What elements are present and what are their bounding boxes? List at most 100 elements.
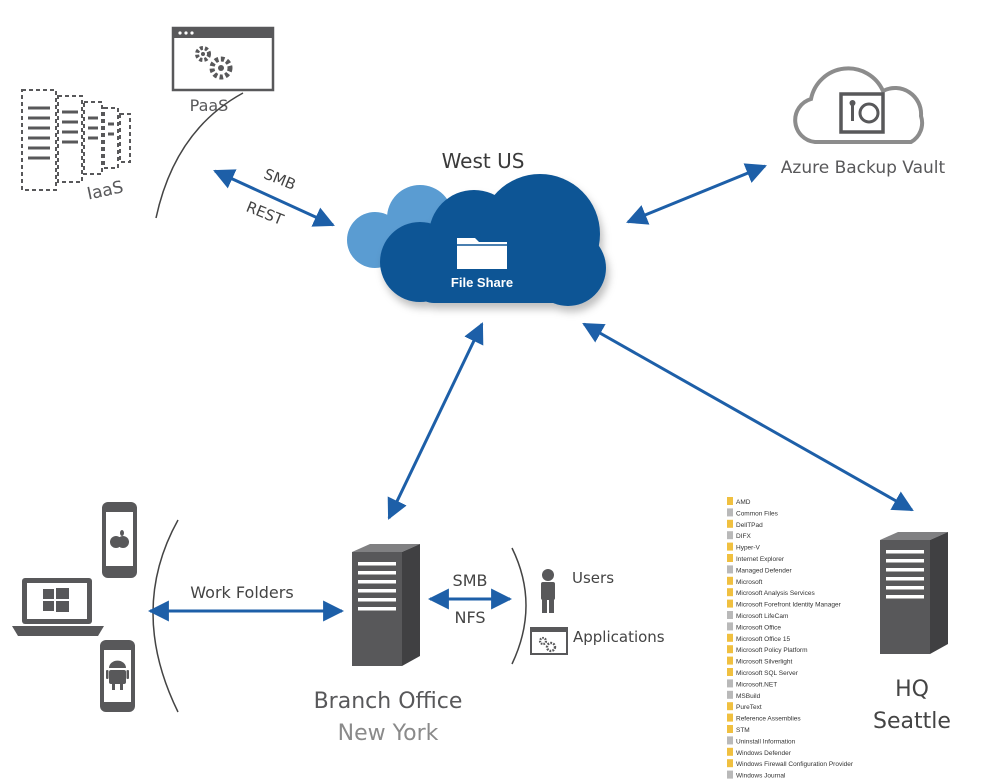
folder-name: Microsoft Office xyxy=(736,624,781,631)
folder-name: Managed Defender xyxy=(736,567,792,574)
devices-arc xyxy=(152,519,179,713)
folder-icon xyxy=(727,599,733,608)
folder-list-item[interactable]: Windows Firewall Configuration Provider xyxy=(727,759,854,768)
hq-server-icon xyxy=(880,532,948,654)
paas-window-icon xyxy=(171,26,275,92)
branch-server-icon xyxy=(352,544,420,666)
folder-list-item[interactable]: Common Files xyxy=(727,508,779,517)
folder-list-item[interactable]: Microsoft Analysis Services xyxy=(727,588,815,597)
folder-list-item[interactable]: Microsoft LifeCam xyxy=(727,611,788,620)
folder-list-item[interactable]: Managed Defender xyxy=(727,565,792,574)
folder-list-item[interactable]: Microsoft Silverlight xyxy=(727,656,793,666)
folder-name: Windows Firewall Configuration Provider xyxy=(736,761,854,768)
iphone-icon xyxy=(102,502,137,578)
folder-list-item[interactable]: Microsoft Office 15 xyxy=(727,633,790,643)
folder-name: PureText xyxy=(736,704,762,711)
folder-name: Hyper-V xyxy=(736,545,761,552)
folder-icon xyxy=(727,645,733,654)
gear-icon xyxy=(195,46,211,62)
folder-name: Microsoft Analysis Services xyxy=(736,590,815,597)
folder-list-item[interactable]: Windows Journal xyxy=(727,770,786,780)
folder-name: Microsoft Silverlight xyxy=(736,659,793,666)
folder-icon xyxy=(727,542,733,551)
android-logo-icon xyxy=(106,660,129,690)
smb-label: SMB xyxy=(453,571,488,590)
folder-name: Common Files xyxy=(736,510,779,517)
folder-icon xyxy=(727,690,733,699)
backup-arrow xyxy=(626,163,767,225)
folder-icon xyxy=(457,238,507,269)
folder-icon xyxy=(727,656,733,665)
clients-arc xyxy=(511,547,527,665)
folder-icon xyxy=(727,668,733,676)
smb-protocol-label: SMB xyxy=(261,165,298,194)
iaas-servers-icon xyxy=(21,89,131,191)
file-share-label: File Share xyxy=(451,275,513,290)
folder-icon xyxy=(727,576,733,585)
paas-label: PaaS xyxy=(190,96,229,115)
folder-icon xyxy=(727,519,733,528)
folder-icon xyxy=(727,611,733,619)
folder-list-item[interactable]: Hyper-V xyxy=(727,542,761,552)
folder-name: Microsoft Office 15 xyxy=(736,636,790,643)
cloud-services-arc xyxy=(155,92,244,219)
folder-list-item[interactable]: Microsoft Office xyxy=(727,622,781,631)
user-icon xyxy=(541,569,555,613)
folder-name: Windows Journal xyxy=(736,773,786,780)
folder-list-item[interactable]: Microsoft xyxy=(727,576,763,586)
folder-icon xyxy=(727,713,733,722)
folder-list-item[interactable]: Internet Explorer xyxy=(727,554,785,563)
folder-list-item[interactable]: Microsoft SQL Server xyxy=(727,668,799,677)
folder-icon xyxy=(727,736,733,745)
folder-name: DellTPad xyxy=(736,522,763,529)
folder-name: Uninstall Information xyxy=(736,738,796,745)
smb-rest-arrow xyxy=(213,169,335,227)
folder-list-item[interactable]: Windows Defender xyxy=(727,747,792,757)
folder-name: STM xyxy=(736,727,750,734)
iaas-label: IaaS xyxy=(85,177,125,204)
folder-name: Microsoft Forefront Identity Manager xyxy=(736,602,842,609)
folder-icon xyxy=(727,759,733,768)
folder-list-item[interactable]: Microsoft.NET xyxy=(727,679,777,688)
folder-list-item[interactable]: Reference Assemblies xyxy=(727,713,801,723)
folder-list-item[interactable]: AMD xyxy=(727,497,751,506)
folder-list-item[interactable]: DellTPad xyxy=(727,519,763,529)
folder-icon xyxy=(727,508,733,517)
windows-logo-icon xyxy=(43,588,69,612)
west-us-label: West US xyxy=(442,149,525,173)
folder-list-item[interactable]: MSBuild xyxy=(727,690,761,700)
folder-name: Microsoft.NET xyxy=(736,681,777,688)
folder-list-item[interactable]: PureText xyxy=(727,702,762,711)
folder-icon xyxy=(727,565,733,574)
users-label: Users xyxy=(572,569,614,587)
folder-name: MSBuild xyxy=(736,693,761,700)
cloud-hq-arrow xyxy=(582,322,914,512)
folder-name: Microsoft Policy Platform xyxy=(736,647,808,654)
folder-list-item[interactable]: Uninstall Information xyxy=(727,736,796,745)
folder-list-item[interactable]: Microsoft Forefront Identity Manager xyxy=(727,599,842,609)
folder-list-item[interactable]: DIFX xyxy=(727,531,751,540)
folder-name: Windows Defender xyxy=(736,750,792,757)
nfs-label: NFS xyxy=(454,608,485,627)
folder-icon xyxy=(727,747,733,756)
folder-icon xyxy=(727,497,733,505)
folder-name: Microsoft xyxy=(736,579,763,586)
vault-safe-icon xyxy=(839,92,885,134)
folder-list-item[interactable]: Microsoft Policy Platform xyxy=(727,645,808,654)
branch-office-label: Branch Office xyxy=(314,689,463,714)
applications-window-icon xyxy=(530,627,568,655)
azure-backup-vault-label: Azure Backup Vault xyxy=(781,158,946,178)
folder-name: Internet Explorer xyxy=(736,556,785,563)
hq-city-label: Seattle xyxy=(873,709,951,734)
folder-list-item[interactable]: STM xyxy=(727,725,750,734)
folder-name: AMD xyxy=(736,499,751,506)
folder-icon xyxy=(727,554,733,562)
folder-name: Microsoft LifeCam xyxy=(736,613,788,620)
folder-icon xyxy=(727,702,733,711)
folder-icon xyxy=(727,679,733,688)
folder-icon xyxy=(727,531,733,540)
apple-logo-icon xyxy=(110,530,129,548)
folder-icon xyxy=(727,622,733,631)
